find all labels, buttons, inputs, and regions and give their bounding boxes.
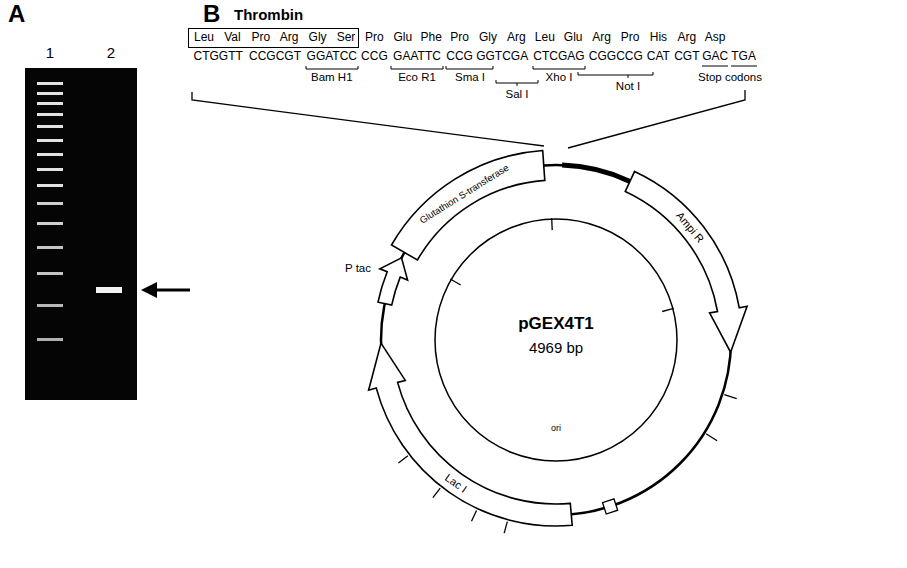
origin-label: ori bbox=[434, 423, 678, 433]
laci-gene-arrow bbox=[369, 343, 573, 526]
amino-acid: Pro bbox=[450, 31, 469, 45]
gene-arrow-label: Ampi R bbox=[671, 207, 709, 249]
amino-acid: Gly bbox=[479, 31, 497, 45]
restriction-site: Sma I bbox=[455, 71, 485, 84]
dna-sequence: CCGCGT bbox=[249, 50, 301, 64]
plasmid-inner-outline bbox=[435, 219, 677, 461]
dna-sequence: CAT bbox=[647, 50, 670, 64]
gel-image bbox=[25, 68, 137, 400]
amino-acid: Glu bbox=[393, 31, 412, 45]
gene-arrow-label: Lac I bbox=[439, 469, 472, 498]
map-ticks bbox=[398, 218, 736, 533]
plasmid-name: pGEX4T1 bbox=[434, 314, 678, 334]
restriction-site: Bam H1 bbox=[311, 71, 353, 84]
gene-name: Lac I bbox=[440, 470, 472, 497]
ladder-bands bbox=[37, 82, 63, 341]
dna-sequence: CTGGTT bbox=[194, 50, 243, 64]
dna-sequence: GGATCC bbox=[307, 50, 357, 64]
dna-sequence: GAC bbox=[702, 50, 728, 64]
amino-acid: Pro bbox=[621, 31, 640, 45]
gene-name: Ampi R bbox=[672, 207, 709, 247]
insert-lines bbox=[192, 90, 745, 148]
feature-box bbox=[603, 499, 618, 514]
promoter-label: P tac bbox=[345, 262, 371, 275]
thrombin-site-box: ThrombinLeuValProArgGlySer bbox=[188, 28, 359, 48]
dna-sequence: GGTCGA bbox=[476, 50, 528, 64]
pcr-band bbox=[96, 287, 122, 293]
site-heading: Thrombin bbox=[234, 6, 303, 23]
lane-number: 2 bbox=[107, 44, 115, 61]
amino-acid: His bbox=[650, 31, 667, 45]
amino-acid: Pro bbox=[365, 31, 384, 45]
dna-sequence: CCG bbox=[446, 50, 473, 64]
panel-label: B bbox=[203, 0, 220, 28]
gene-arrow-label: Glutathion S-transferase bbox=[415, 160, 514, 229]
amino-acid: Phe bbox=[421, 31, 442, 45]
dna-sequence: CTCGAG bbox=[533, 50, 584, 64]
site-brackets bbox=[306, 66, 757, 86]
amino-acid: Arg bbox=[677, 31, 696, 45]
plasmid-size: 4969 bp bbox=[434, 339, 678, 356]
promoter-arrow bbox=[378, 258, 408, 305]
amino-acid: Asp bbox=[705, 31, 726, 45]
backbone-segment bbox=[562, 165, 630, 181]
restriction-site: Not I bbox=[616, 80, 640, 93]
amino-acid: Ser bbox=[337, 31, 356, 45]
amino-acid: Arg bbox=[280, 31, 299, 45]
dna-sequence: GAATTC bbox=[393, 50, 441, 64]
amino-acid: Glu bbox=[564, 31, 583, 45]
amino-acid: Val bbox=[224, 31, 240, 45]
panel-label: A bbox=[8, 0, 25, 28]
amino-acid: Gly bbox=[309, 31, 327, 45]
plasmid-circle: pGEX4T1 4969 bp ori bbox=[434, 218, 678, 462]
gene-name: Glutathion S-transferase bbox=[416, 161, 514, 228]
ampr-gene-arrow bbox=[625, 171, 747, 352]
amino-acid: Arg bbox=[507, 31, 526, 45]
restriction-site: Xho I bbox=[546, 71, 573, 84]
band-arrowhead bbox=[141, 282, 157, 298]
amino-acid: Arg bbox=[592, 31, 611, 45]
dna-sequence: TGA bbox=[731, 50, 756, 64]
restriction-site: Eco R1 bbox=[398, 71, 436, 84]
amino-acid: Leu bbox=[535, 31, 555, 45]
lane-number: 1 bbox=[46, 44, 54, 61]
restriction-site: Sal I bbox=[505, 88, 528, 101]
dna-sequence: CCG bbox=[361, 50, 388, 64]
amino-acid: Leu bbox=[194, 31, 214, 45]
amino-acid: Pro bbox=[251, 31, 270, 45]
stop-codon-label: Stop codons bbox=[698, 71, 762, 84]
dna-sequence: CGT bbox=[674, 50, 699, 64]
dna-sequence: CGGCCG bbox=[589, 50, 643, 64]
gst-gene-arrow bbox=[392, 151, 545, 261]
band-arrow bbox=[155, 289, 190, 292]
